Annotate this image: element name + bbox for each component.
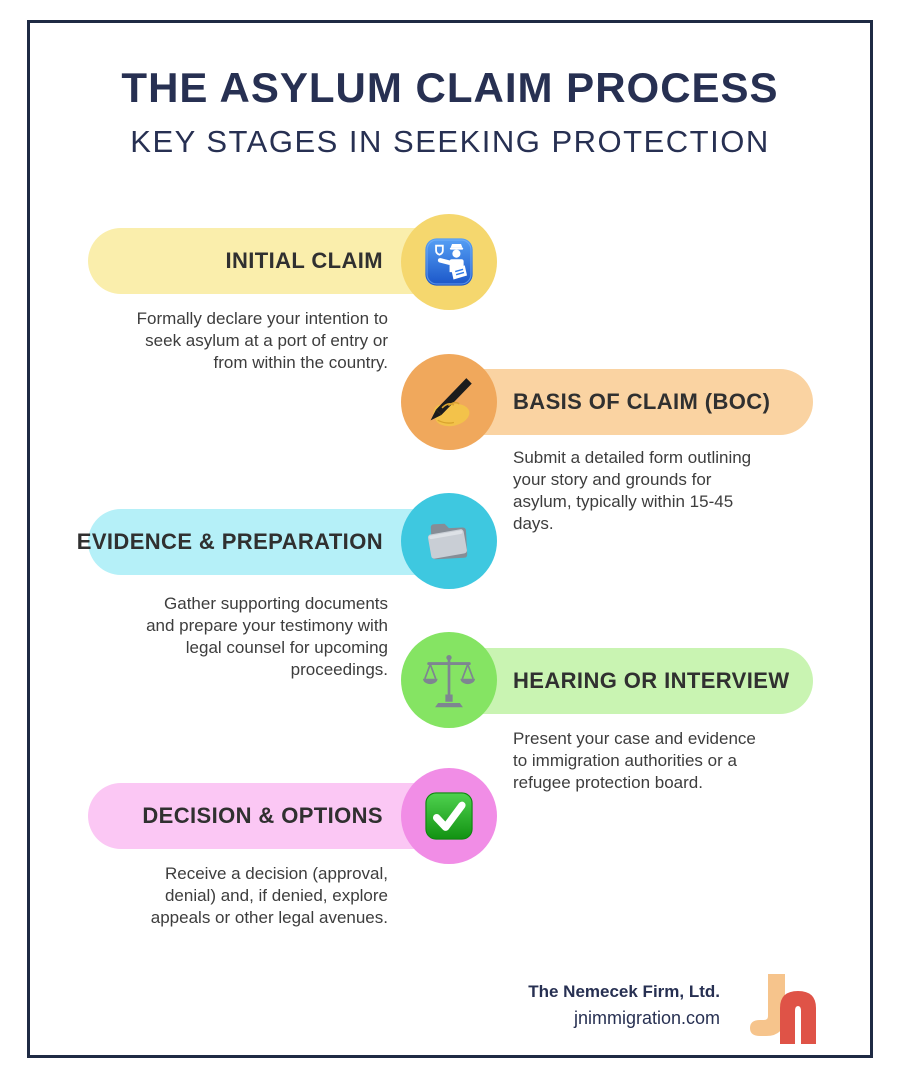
stage-icon-badge — [401, 354, 497, 450]
passport-control-icon — [425, 238, 473, 286]
stage-pill: EVIDENCE & PREPARATION — [77, 509, 455, 575]
stage-description: Present your case and evidence to immigr… — [513, 729, 756, 792]
stage-icon-badge — [401, 493, 497, 589]
page-title: THE ASYLUM CLAIM PROCESS — [121, 64, 779, 111]
stage-title: HEARING OR INTERVIEW — [513, 668, 790, 693]
stage-description: Formally declare your intention to seek … — [136, 309, 388, 372]
stage-title: INITIAL CLAIM — [225, 248, 383, 273]
stage-pill: HEARING OR INTERVIEW — [443, 648, 813, 714]
stage-description: Submit a detailed form outlining your st… — [513, 448, 752, 533]
footer: The Nemecek Firm, Ltd. jnimmigration.com — [420, 982, 720, 1029]
writing-hand-icon — [430, 378, 472, 427]
stage-title: BASIS OF CLAIM (BOC) — [513, 389, 771, 414]
stage-title: EVIDENCE & PREPARATION — [76, 529, 383, 554]
balance-scale-icon — [423, 654, 475, 708]
stage-pill: DECISION & OPTIONS — [88, 783, 455, 849]
stage-pill: BASIS OF CLAIM (BOC) — [443, 369, 813, 435]
check-mark-icon — [425, 792, 473, 840]
firm-name: The Nemecek Firm, Ltd. — [528, 982, 720, 1001]
logo-letter-j — [750, 974, 785, 1036]
jn-logo — [750, 974, 816, 1044]
page-subtitle: KEY STAGES IN SEEKING PROTECTION — [130, 124, 770, 159]
stage-description: Gather supporting documents and prepare … — [146, 594, 388, 679]
stage-icon-badge — [401, 214, 497, 310]
stage-description: Receive a decision (approval, denial) an… — [150, 864, 388, 927]
logo-letter-n — [780, 991, 816, 1044]
open-folder-icon — [427, 523, 468, 560]
stage-pill: INITIAL CLAIM — [88, 228, 455, 294]
stage-title: DECISION & OPTIONS — [142, 803, 383, 828]
stage-icon-badge — [401, 632, 497, 728]
stage-icon-badge — [401, 768, 497, 864]
website-url: jnimmigration.com — [573, 1008, 720, 1028]
